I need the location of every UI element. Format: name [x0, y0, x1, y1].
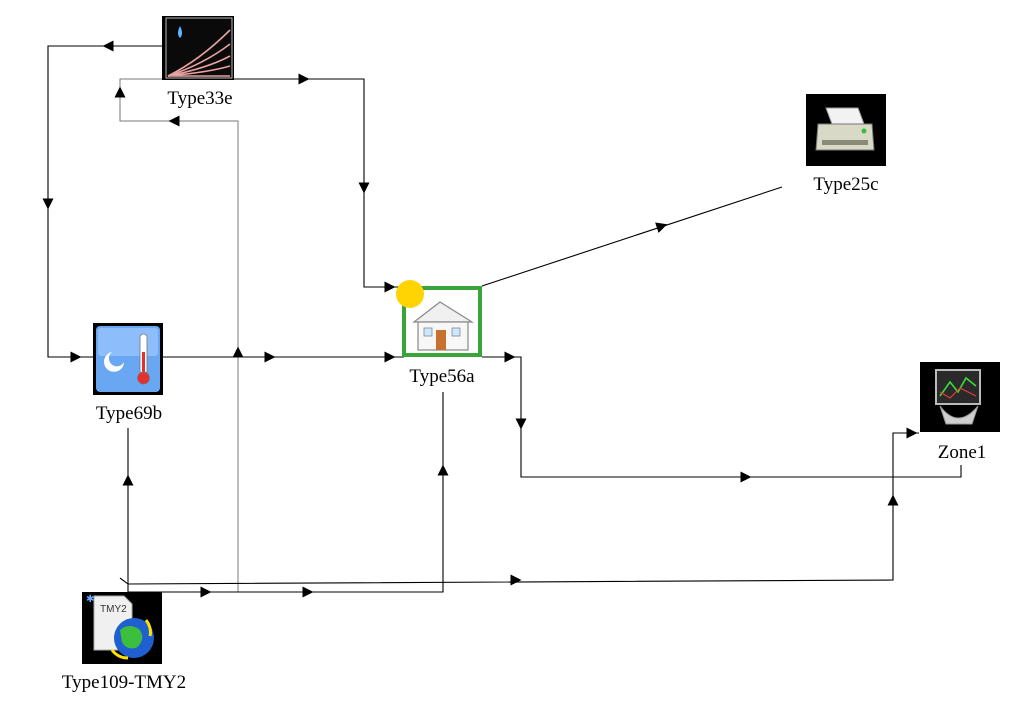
- node-type33e[interactable]: Type33e: [162, 16, 234, 109]
- node-type69b[interactable]: Type69b: [93, 323, 163, 424]
- weather-data-globe-icon: TMY2 ✱: [82, 592, 162, 664]
- node-label-type33e: Type33e: [167, 88, 232, 109]
- link-type56a-to-type25c[interactable]: [481, 186, 783, 287]
- link-type56a-to-zone1[interactable]: [482, 356, 962, 478]
- node-label-type25c: Type25c: [813, 174, 878, 195]
- connections: [42, 40, 962, 598]
- link-type33e-to-type56a[interactable]: [233, 78, 404, 288]
- node-type25c[interactable]: Type25c: [806, 94, 886, 195]
- psychrometrics-chart-icon: [162, 16, 234, 80]
- sky-temperature-icon: [93, 323, 163, 395]
- node-type56a[interactable]: Type56a: [396, 280, 482, 387]
- link-type33e-to-type69b[interactable]: [47, 45, 166, 358]
- svg-text:✱: ✱: [86, 594, 94, 605]
- svg-text:TMY2: TMY2: [100, 604, 127, 615]
- printer-icon: [806, 94, 886, 166]
- link-tmy2-to-zone1[interactable]: [119, 432, 919, 585]
- node-zone1[interactable]: Zone1: [920, 362, 1000, 463]
- link-tmy2-to-type56a[interactable]: [128, 392, 444, 593]
- node-label-type69b: Type69b: [96, 403, 162, 424]
- node-type109-tmy2[interactable]: TMY2 ✱ Type109-TMY2: [62, 592, 186, 693]
- link-return-to-type33e[interactable]: [119, 78, 239, 592]
- node-label-zone1: Zone1: [938, 442, 987, 463]
- node-label-type109-tmy2: Type109-TMY2: [62, 672, 186, 693]
- node-label-type56a: Type56a: [409, 366, 475, 387]
- house-icon: [396, 280, 482, 357]
- monitor-plotter-icon: [920, 362, 1000, 432]
